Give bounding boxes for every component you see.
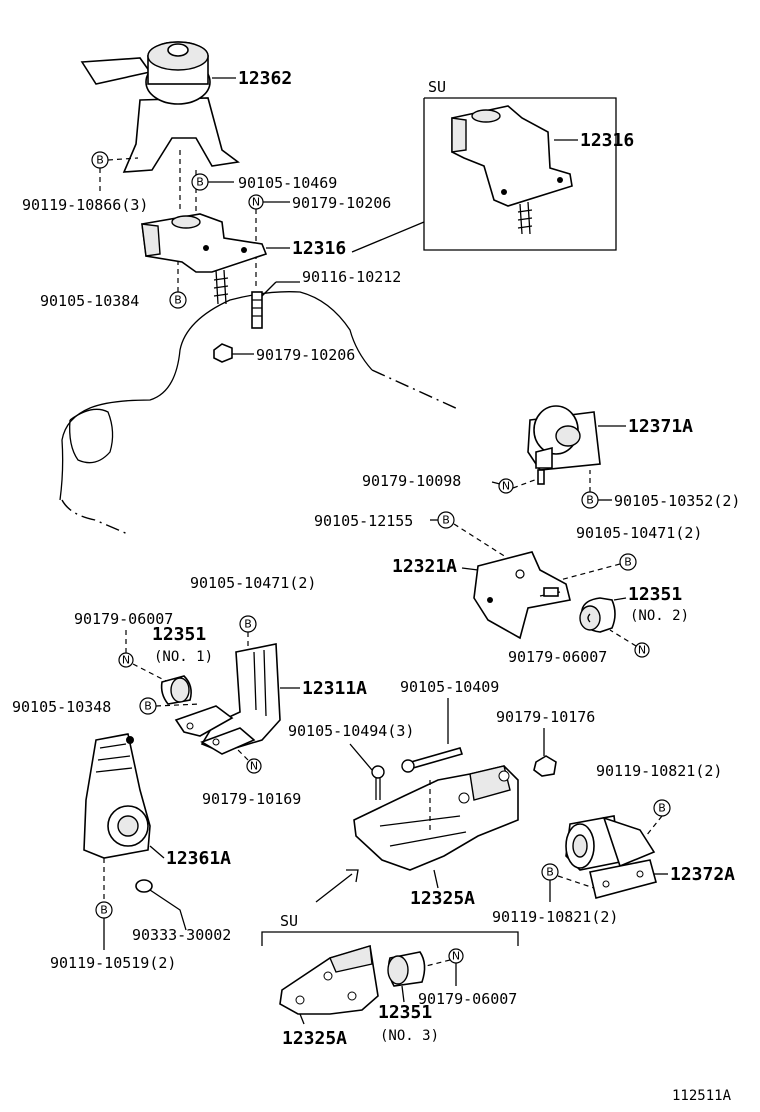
nut-marker-letter: N (252, 196, 260, 209)
nut-marker-letter: N (502, 480, 510, 493)
bolt-marker-letter: B (196, 176, 204, 189)
label-12362: 12362 (238, 68, 292, 89)
label-12372A: 12372A (670, 864, 735, 885)
nut-90179-10176[interactable] (533, 755, 557, 777)
label-90179-10206-a: 90179-10206 (292, 194, 391, 212)
bolt-90105-10494[interactable] (371, 765, 385, 800)
label-12325A-main: 12325A (410, 888, 475, 909)
label-90105-10494: 90105-10494(3) (288, 722, 414, 740)
label-90105-10348: 90105-10348 (12, 698, 111, 716)
nut-marker-letter: N (250, 760, 258, 773)
bolt-marker-letter: B (96, 154, 104, 167)
engine-outline (59, 291, 461, 536)
cushion-12351-no3[interactable] (387, 951, 426, 987)
label-12351-no2-note: (NO. 2) (630, 608, 689, 624)
section-su-bottom: SU (280, 912, 298, 930)
label-90105-10469: 90105-10469 (238, 174, 337, 192)
bolt-marker (619, 553, 637, 571)
clip-90333-30002[interactable] (135, 879, 153, 893)
bracket-12311A[interactable] (174, 643, 281, 755)
label-12316-top: 12316 (580, 130, 634, 151)
bracket-12325A-su[interactable] (279, 944, 379, 1015)
label-12311A: 12311A (302, 678, 367, 699)
label-90105-10409: 90105-10409 (400, 678, 499, 696)
label-90179-10206-b: 90179-10206 (256, 346, 355, 364)
label-90179-10098: 90179-10098 (362, 472, 461, 490)
section-su-top: SU (428, 78, 446, 96)
bolt-marker-letter: B (546, 866, 554, 879)
label-12351-no3-note: (NO. 3) (380, 1028, 439, 1044)
label-12351-no1: 12351 (152, 624, 206, 645)
label-90333-30002: 90333-30002 (132, 926, 231, 944)
label-90105-10471-l: 90105-10471(2) (190, 574, 316, 592)
label-90116-10212: 90116-10212 (302, 268, 401, 286)
mount-12362[interactable] (80, 41, 241, 173)
bracket-12325A[interactable] (353, 765, 519, 871)
nut-marker (634, 642, 650, 658)
label-90179-10169: 90179-10169 (202, 790, 301, 808)
label-12321A: 12321A (392, 556, 457, 577)
figure-id: 112511A (672, 1088, 732, 1104)
su-box-top: SU (351, 78, 617, 253)
label-12351-no2: 12351 (628, 584, 682, 605)
label-90179-06007-r: 90179-06007 (508, 648, 607, 666)
bolt-marker-letter: B (174, 294, 182, 307)
nut-marker (498, 478, 514, 494)
mount-12371A[interactable] (527, 405, 601, 471)
bolt-marker-letter: B (144, 700, 152, 713)
label-90105-10352: 90105-10352(2) (614, 492, 740, 510)
label-12351-no3: 12351 (378, 1002, 432, 1023)
bolt-90105-10409[interactable] (401, 747, 464, 773)
su-box-bottom: SU (261, 912, 519, 946)
nut-marker-letter: N (122, 654, 130, 667)
bracket-12316-su[interactable] (451, 105, 573, 235)
bolt-marker-letter: B (586, 494, 594, 507)
label-12325A-su: 12325A (282, 1028, 347, 1049)
nut-marker-letter: N (638, 644, 646, 657)
stud-90116-10212[interactable] (251, 291, 263, 329)
bolt-marker-letter: B (244, 618, 252, 631)
nut-marker (246, 758, 262, 774)
label-90105-10384: 90105-10384 (40, 292, 139, 310)
bolt-marker-letter: B (658, 802, 666, 815)
mount-12372A[interactable] (565, 815, 657, 899)
label-12351-no1-note: (NO. 1) (154, 649, 213, 665)
label-90119-10519: 90119-10519(2) (50, 954, 176, 972)
label-90179-06007-l: 90179-06007 (74, 610, 173, 628)
label-12316-main: 12316 (292, 238, 346, 259)
mount-12361A[interactable] (83, 733, 151, 859)
label-90179-06007-su: 90179-06007 (418, 990, 517, 1008)
bolt-marker-letter: B (442, 514, 450, 527)
bolt-marker-letter: B (624, 556, 632, 569)
bracket-12321A[interactable] (473, 551, 571, 640)
cushion-12351-no2[interactable] (579, 597, 616, 633)
nut-90179-10206[interactable] (213, 343, 233, 363)
label-90119-10821-top: 90119-10821(2) (596, 762, 722, 780)
label-90179-10176: 90179-10176 (496, 708, 595, 726)
bolt-marker-letter: B (100, 904, 108, 917)
nut-marker-letter: N (452, 950, 460, 963)
label-12371A: 12371A (628, 416, 693, 437)
label-90119-10821-bot: 90119-10821(2) (492, 908, 618, 926)
label-12361A: 12361A (166, 848, 231, 869)
cushion-12351-no1[interactable] (160, 675, 192, 705)
bolt-marker (437, 511, 455, 529)
label-90105-10471-r: 90105-10471(2) (576, 524, 702, 542)
bracket-12316[interactable] (141, 213, 268, 305)
label-90119-10866: 90119-10866(3) (22, 196, 148, 214)
label-90105-12155: 90105-12155 (314, 512, 413, 530)
